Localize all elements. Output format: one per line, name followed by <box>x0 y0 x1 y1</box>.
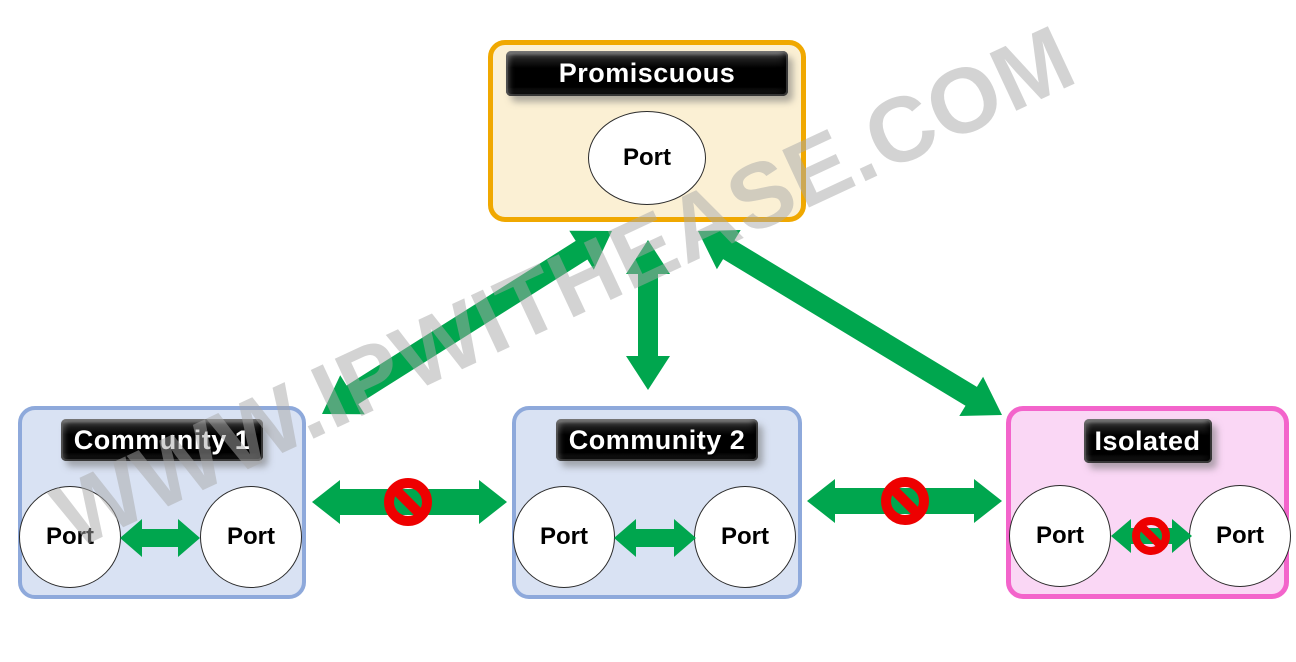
community2-port-left-node: Port <box>513 486 615 588</box>
community2-box: Community 2 Port Port <box>512 406 802 599</box>
promiscuous-title-bar: Promiscuous <box>506 51 788 96</box>
arrow-promiscuous-community2 <box>626 240 670 390</box>
no-icon-community2-isolated <box>881 477 929 525</box>
isolated-port-left-node: Port <box>1009 485 1111 587</box>
promiscuous-title: Promiscuous <box>558 58 736 88</box>
community2-title: Community 2 <box>568 424 746 455</box>
community1-port-left-label: Port <box>46 523 94 550</box>
isolated-port-right-node: Port <box>1189 485 1291 587</box>
promiscuous-port-label: Port <box>623 144 671 171</box>
promiscuous-box: Promiscuous Port <box>488 40 806 222</box>
isolated-port-right-label: Port <box>1216 522 1264 549</box>
community1-title: Community 1 <box>73 424 251 455</box>
community1-port-right-node: Port <box>200 486 302 588</box>
promiscuous-port-node: Port <box>588 111 706 205</box>
arrow-community2-isolated <box>807 479 1002 523</box>
no-icon-community1-community2 <box>384 478 432 526</box>
isolated-title-bar: Isolated <box>1083 419 1212 463</box>
isolated-port-left-label: Port <box>1036 522 1084 549</box>
isolated-box: Isolated Port Port <box>1006 406 1291 599</box>
arrow-promiscuous-isolated <box>698 230 1002 416</box>
arrow-community1-community2 <box>312 480 507 524</box>
community1-title-bar: Community 1 <box>61 419 263 461</box>
community2-port-right-label: Port <box>721 523 769 550</box>
community2-port-left-label: Port <box>540 523 588 550</box>
community1-box: Community 1 Port Port <box>18 406 306 599</box>
community1-port-right-label: Port <box>227 523 275 550</box>
community2-port-right-node: Port <box>694 486 796 588</box>
arrow-promiscuous-community1 <box>322 230 612 415</box>
isolated-title: Isolated <box>1094 425 1201 456</box>
community1-port-left-node: Port <box>19 486 121 588</box>
community2-title-bar: Community 2 <box>556 419 758 461</box>
